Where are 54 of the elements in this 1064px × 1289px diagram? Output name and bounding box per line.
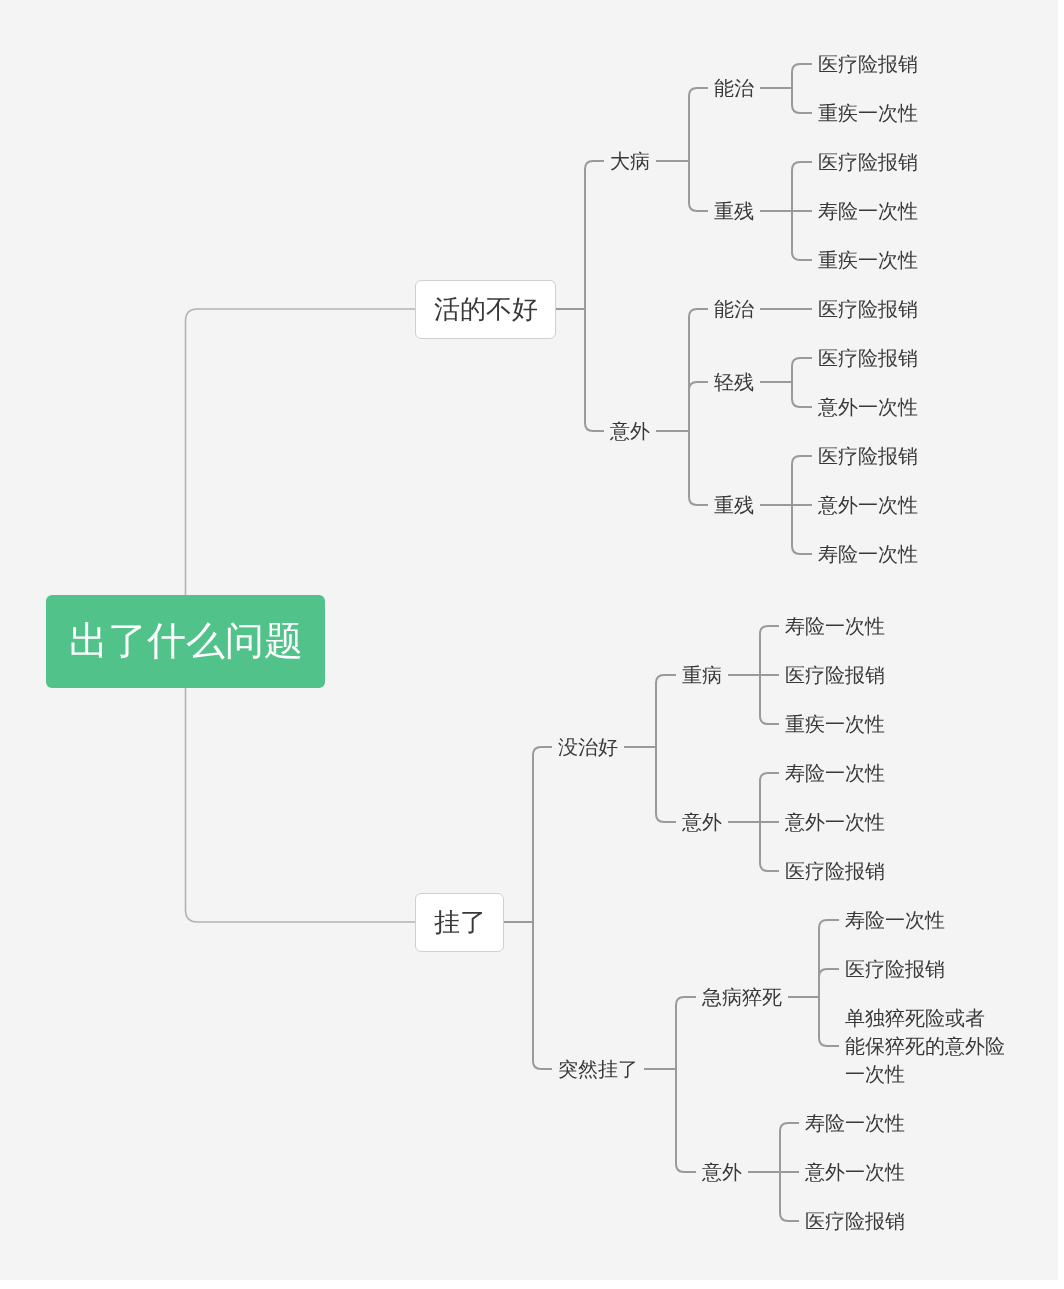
topic-label: 能治 [714,76,754,100]
topic-label: 轻残 [714,370,754,394]
topic-label: 医疗险报销 [785,663,885,687]
topic-box: 挂了 [415,892,504,952]
branch-line [503,921,553,1070]
topic-label: 急病猝死 [702,985,782,1009]
branch-line [655,160,709,212]
branch-line [184,308,416,596]
topic-label: 寿险一次性 [805,1111,905,1135]
topic-label: 寿险一次性 [845,908,945,932]
topic-box: 活的不好 [415,279,556,339]
topic-label: 重疾一次性 [818,248,918,272]
topic-label: 重残 [714,199,754,223]
branch-line [655,430,709,506]
branch-line [747,1171,800,1222]
topic-label: 突然挂了 [558,1057,638,1081]
topic-label: 意外 [682,810,722,834]
topic-label: 医疗险报销 [785,859,885,883]
topic-label: 能治 [714,297,754,321]
topic-label: 重疾一次性 [818,101,918,125]
topic-label: 寿险一次性 [818,542,918,566]
branch-line [623,746,677,823]
branch-line [759,87,813,114]
topic-label: 意外一次性 [805,1160,905,1184]
topic-label: 医疗险报销 [818,150,918,174]
topic-label: 医疗险报销 [818,444,918,468]
topic-label: 单独猝死险或者能保猝死的意外险一次性 [845,1004,1007,1088]
topic-label: 寿险一次性 [785,761,885,785]
branch-line [727,674,780,725]
topic-label: 医疗险报销 [818,346,918,370]
topic-label: 意外 [610,419,650,443]
branch-line [759,504,813,555]
topic-label: 意外 [702,1160,742,1184]
branch-line [787,996,840,1047]
topic-label: 医疗险报销 [818,52,918,76]
topic-label: 大病 [610,149,650,173]
topic-label: 意外一次性 [818,395,918,419]
topic-label: 重残 [714,493,754,517]
topic-label: 意外一次性 [785,810,885,834]
central-topic-box: 出了什么问题 [46,594,325,688]
topic-label: 医疗险报销 [818,297,918,321]
topic-label: 意外一次性 [818,493,918,517]
branch-line [184,687,416,923]
topic-label: 寿险一次性 [818,199,918,223]
topic-label: 医疗险报销 [805,1209,905,1233]
branch-line [727,821,780,872]
topic-label: 重病 [682,663,722,687]
branch-line [759,381,813,408]
branch-line [759,308,813,310]
topic-label: 寿险一次性 [785,614,885,638]
topic-label: 重疾一次性 [785,712,885,736]
topic-label: 医疗险报销 [845,957,945,981]
topic-label: 没治好 [558,735,618,759]
branch-line [759,210,813,261]
